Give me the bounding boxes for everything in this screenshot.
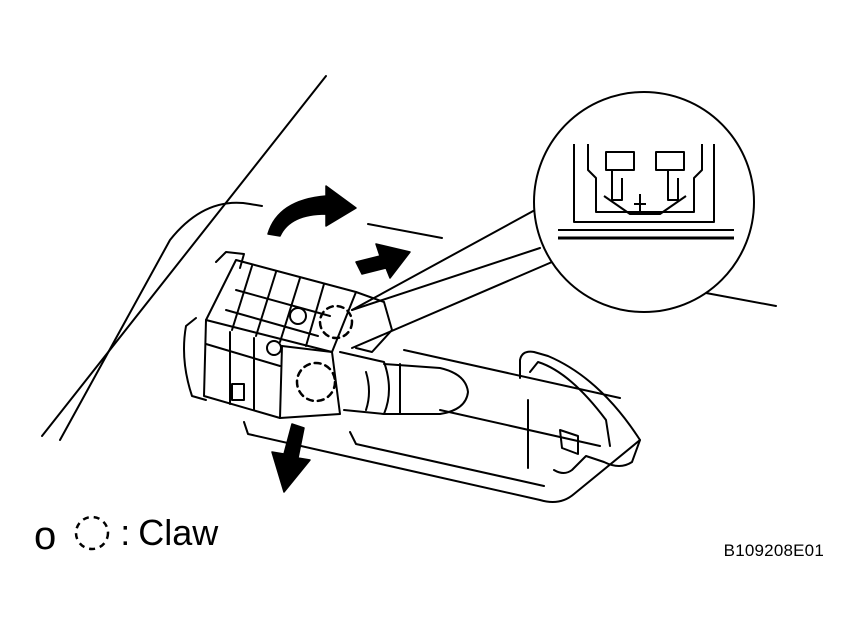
base-rail-lower — [439, 409, 601, 447]
bulb-holder-bracket — [519, 350, 641, 474]
front-window — [231, 383, 245, 401]
grid-line — [231, 265, 253, 331]
grid-line — [235, 289, 331, 317]
base-plate-inner — [349, 431, 545, 487]
dashed-circle-icon — [75, 515, 110, 551]
bulb — [383, 363, 469, 415]
housing-outline — [59, 201, 263, 441]
connector-clip-left — [183, 317, 207, 401]
grid-line — [225, 309, 319, 337]
magnified-detail — [533, 91, 755, 313]
terminal-ring — [266, 340, 282, 356]
figure-code: B109208E01 — [723, 541, 824, 560]
connector-side — [279, 345, 341, 419]
push-up-arrow-icon — [355, 243, 411, 279]
legend-label: Claw — [138, 512, 219, 553]
base-rail — [403, 349, 621, 399]
claw-marker-lower — [295, 361, 337, 403]
callout-leader — [351, 261, 553, 349]
socket-collar — [339, 351, 390, 415]
callout-leader — [351, 203, 547, 311]
legend-marker: o — [34, 514, 57, 558]
grid-line — [305, 283, 325, 347]
bracket-notch — [559, 429, 579, 455]
connector-front — [203, 319, 283, 419]
socket-ring — [365, 371, 370, 411]
legend: o : Claw — [34, 508, 218, 558]
base-plate — [243, 421, 641, 503]
front-line — [205, 343, 281, 367]
claw-marker-upper — [318, 304, 354, 340]
legend-separator: : — [120, 512, 131, 553]
bracket-inner — [529, 361, 611, 447]
grid-line — [279, 277, 301, 343]
rotate-arrow-icon — [267, 185, 357, 237]
push-down-arrow-icon — [271, 423, 311, 493]
terminal-ring — [289, 307, 307, 325]
lens-edge-line — [41, 75, 327, 437]
connector-tab-top — [215, 251, 245, 269]
panel-edge-right — [705, 292, 777, 307]
panel-edge-upper — [367, 223, 443, 239]
callout-leader — [351, 247, 541, 311]
grid-line — [255, 271, 277, 337]
